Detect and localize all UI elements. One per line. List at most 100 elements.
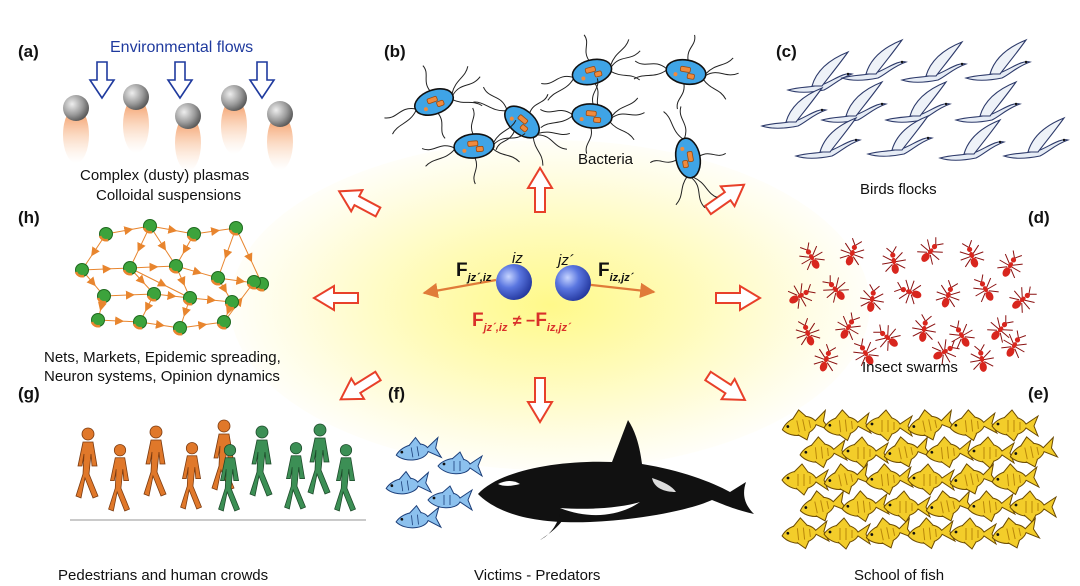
bird-flock [761, 39, 1069, 161]
insect [857, 282, 887, 315]
insect [982, 310, 1020, 348]
caption-b: Bacteria [578, 151, 634, 168]
network-node [186, 226, 202, 242]
insect [783, 277, 820, 313]
fish [821, 406, 872, 444]
insect [793, 238, 829, 275]
network-node [98, 226, 114, 242]
insect [891, 275, 926, 308]
network-node [182, 290, 198, 306]
caption-f: Victims - Predators [474, 567, 601, 584]
inequality-rhs: F [535, 310, 547, 331]
caption-c: Birds flocks [860, 181, 937, 198]
insect [909, 312, 939, 345]
central-interaction [422, 264, 656, 301]
arrow-to-e [700, 364, 753, 412]
arrow-to-h [313, 285, 359, 311]
inequality-lhs-subscript: jz´,iz [483, 321, 508, 334]
fish [781, 463, 829, 496]
fish [883, 490, 931, 523]
panel-label-d: (d) [1028, 208, 1050, 227]
force-left-symbol: F [456, 260, 468, 281]
arrow-to-a [332, 179, 385, 224]
arrow-to-f [527, 377, 553, 423]
arrow-to-d [715, 285, 761, 311]
insect [967, 270, 1003, 307]
inequality-lhs: F [472, 310, 484, 331]
network-node [96, 288, 112, 304]
network-node [216, 314, 232, 330]
particle-jz-label: jz´ [558, 252, 574, 269]
flow-label: Environmental flows [110, 39, 254, 56]
caption-a-line1: Complex (dusty) plasmas [80, 167, 250, 184]
fish-school [778, 404, 1060, 553]
inequality-expression: Fjz´,iz ≠ −Fiz,jz´ [472, 310, 571, 334]
network-node [224, 294, 240, 310]
inequality-operator: ≠ − [512, 313, 536, 330]
pedestrian-crowd [70, 419, 366, 521]
fish [865, 409, 913, 442]
insect-swarm [783, 232, 1042, 376]
plasma-particles [63, 61, 293, 171]
insect [912, 232, 950, 270]
panel-label-a: (a) [18, 42, 39, 61]
insect [993, 246, 1029, 283]
network-node [228, 220, 244, 236]
arrow-to-c [700, 173, 752, 221]
insect [810, 341, 843, 376]
network-node [172, 320, 188, 336]
bacteria-group [371, 21, 745, 217]
insect [955, 237, 988, 272]
central-glow [230, 140, 870, 470]
panel-label-b: (b) [384, 42, 406, 61]
caption-d: Insect swarms [862, 359, 958, 376]
insect [1004, 280, 1042, 318]
fish [778, 404, 832, 445]
fish [779, 514, 830, 552]
particle-iz [496, 264, 532, 300]
insect [816, 270, 854, 308]
insect [836, 235, 869, 270]
fish [989, 460, 1040, 498]
fish [841, 436, 889, 469]
network-node [132, 314, 148, 330]
victims-predators [383, 420, 754, 540]
network-node [146, 286, 162, 302]
panel-label-f: (f) [388, 384, 405, 403]
arrow-to-g [333, 364, 386, 411]
force-arrow-left [422, 278, 497, 299]
fish [991, 409, 1039, 442]
force-right-label: Fiz,jz´ [598, 260, 633, 284]
force-left-subscript: jz´,iz [467, 271, 492, 284]
flow-arrow-3 [249, 61, 275, 99]
fish [967, 436, 1015, 469]
network-node [210, 270, 226, 286]
fish [823, 517, 871, 550]
fish [904, 404, 958, 445]
orca [478, 420, 754, 540]
panel-label-c: (c) [776, 42, 797, 61]
fish [947, 406, 998, 444]
network-node [90, 312, 106, 328]
force-right-symbol: F [598, 260, 610, 281]
insect [967, 342, 997, 375]
caption-h-line1: Nets, Markets, Epidemic spreading, [44, 349, 281, 366]
network-graph [74, 218, 270, 336]
fish [1009, 490, 1057, 523]
caption-h-line2: Neuron systems, Opinion dynamics [44, 368, 280, 385]
network-node [122, 260, 138, 276]
caption-g: Pedestrians and human crowds [58, 567, 269, 584]
panel-label-e: (e) [1028, 384, 1049, 403]
inequality-rhs-subscript: iz,jz´ [546, 321, 571, 334]
panel-label-h: (h) [18, 208, 40, 227]
fish [863, 460, 914, 498]
insect [879, 244, 909, 277]
arrow-to-b [527, 167, 553, 213]
network-node [246, 274, 262, 290]
network-node [142, 218, 158, 234]
fish [949, 517, 997, 550]
network-node [74, 262, 90, 278]
flow-arrow-2 [167, 61, 193, 99]
